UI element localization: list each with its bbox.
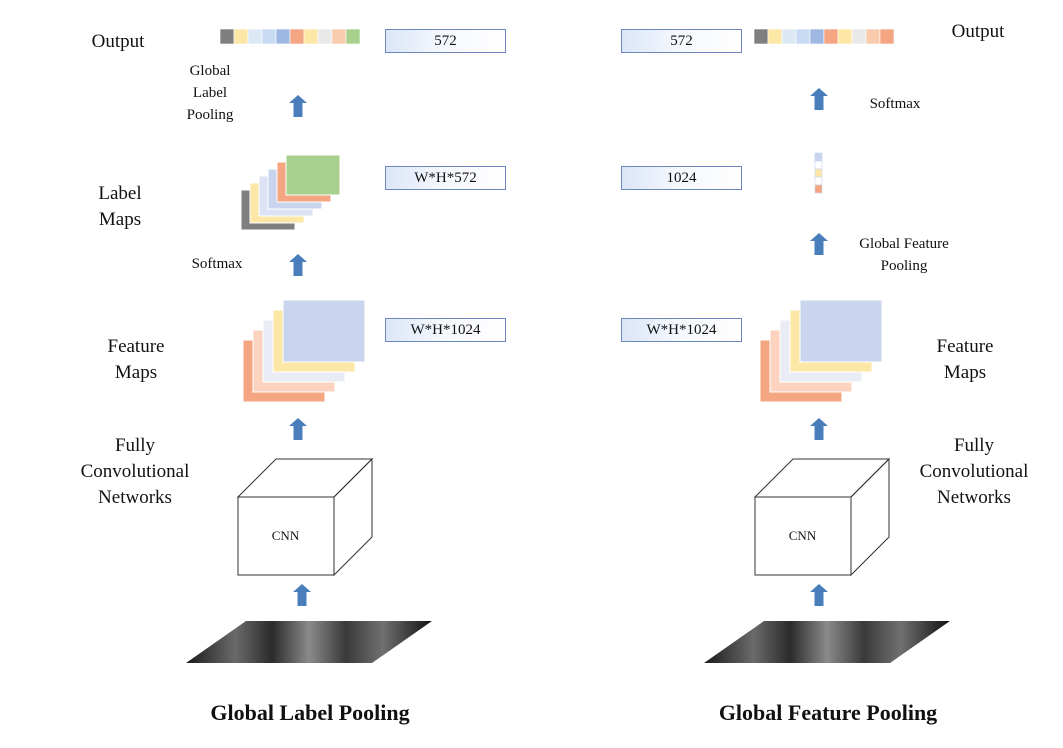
left-output-vector-cell-8 <box>331 28 347 45</box>
right-output-dim-box: 572 <box>621 29 742 53</box>
left-fcn-line-1: Fully <box>114 435 156 456</box>
right-output-vector-cell-5 <box>823 28 839 45</box>
right-cnn-cube-side-face <box>850 457 890 577</box>
left-softmax-label: Softmax <box>191 256 243 272</box>
right-feature-vector-cell-2 <box>814 168 823 178</box>
left-output-vector-cell-6 <box>303 28 319 45</box>
left-feature-maps-label: Feature Maps <box>86 334 186 386</box>
right-input-xray-image <box>704 621 950 663</box>
right-cnn-cube-top-face <box>753 458 891 498</box>
right-pooling-label: Global Feature Pooling <box>842 233 966 277</box>
right-fcn-line-1: Fully <box>953 435 995 456</box>
left-output-dim-box: 572 <box>385 29 506 53</box>
right-title: Global Feature Pooling <box>718 700 938 725</box>
left-pooling-line-2: Label <box>192 85 228 101</box>
left-arrow-to-cnn <box>293 584 311 606</box>
right-feature-maps-dim-box: W*H*1024 <box>621 318 742 342</box>
left-output-vector-cell-3 <box>261 28 277 45</box>
left-output-vector-cell-4 <box>275 28 291 45</box>
right-softmax-label: Softmax <box>869 96 921 112</box>
left-label-maps-line-2: Maps <box>98 209 142 230</box>
right-feature-map-4 <box>799 299 883 363</box>
left-label-maps-dim-box: W*H*572 <box>385 166 506 190</box>
left-fcn-line-2: Convolutional <box>80 461 190 482</box>
left-pooling-line-1: Global <box>189 63 231 79</box>
right-feature-maps-label: Feature Maps <box>915 334 1015 386</box>
right-arrow-to-feature-vector <box>810 233 828 255</box>
left-output-vector-cell-7 <box>317 28 333 45</box>
left-fcn-label: Fully Convolutional Networks <box>60 433 210 511</box>
right-output-vector-cell-8 <box>865 28 881 45</box>
right-feature-vector-dim-box: 1024 <box>621 166 742 190</box>
left-label-map-5 <box>285 154 341 196</box>
left-label-maps-label: Label Maps <box>70 181 170 233</box>
right-fcn-line-2: Convolutional <box>919 461 1029 482</box>
right-feature-vector-cell-3 <box>814 176 823 186</box>
right-output-vector-cell-2 <box>781 28 797 45</box>
right-arrow-to-cnn <box>810 584 828 606</box>
right-arrow-to-output <box>810 88 828 110</box>
right-fcn-line-3: Networks <box>937 487 1011 508</box>
right-feature-maps-line-2: Maps <box>943 362 987 383</box>
right-output-label: Output <box>951 21 1005 42</box>
left-output-vector-cell-1 <box>233 28 249 45</box>
right-output-vector-cell-7 <box>851 28 867 45</box>
left-feature-maps-dim-box: W*H*1024 <box>385 318 506 342</box>
left-feature-map-4 <box>282 299 366 363</box>
right-feature-vector-cell-0 <box>814 152 823 162</box>
left-feature-maps-line-1: Feature <box>107 336 165 357</box>
right-arrow-to-feature-maps <box>810 418 828 440</box>
right-output-vector-cell-4 <box>809 28 825 45</box>
left-arrow-to-output <box>289 95 307 117</box>
left-output-label: Output <box>91 31 145 52</box>
right-feature-vector-cell-1 <box>814 160 823 170</box>
left-output-vector-cell-0 <box>219 28 235 45</box>
left-cnn-label: CNN <box>271 528 300 543</box>
right-output-vector-cell-3 <box>795 28 811 45</box>
left-arrow-to-feature-maps <box>289 418 307 440</box>
left-pooling-line-3: Pooling <box>186 107 234 123</box>
right-output-vector-cell-1 <box>767 28 783 45</box>
left-output-vector-cell-2 <box>247 28 263 45</box>
right-feature-maps-line-1: Feature <box>936 336 994 357</box>
left-cnn-cube-side-face <box>333 457 373 577</box>
right-feature-vector-cell-4 <box>814 184 823 194</box>
right-output-vector-cell-9 <box>879 28 895 45</box>
left-input-xray-image <box>186 621 432 663</box>
right-pooling-line-2: Pooling <box>880 258 928 274</box>
left-output-vector-cell-5 <box>289 28 305 45</box>
right-output-vector-cell-0 <box>753 28 769 45</box>
left-fcn-line-3: Networks <box>98 487 172 508</box>
left-feature-maps-line-2: Maps <box>114 362 158 383</box>
left-output-vector-cell-9 <box>345 28 361 45</box>
left-pooling-label: Global Label Pooling <box>170 60 250 126</box>
left-arrow-to-label-maps <box>289 254 307 276</box>
right-output-vector-cell-6 <box>837 28 853 45</box>
right-fcn-label: Fully Convolutional Networks <box>898 433 1050 511</box>
right-cnn-label: CNN <box>788 528 817 543</box>
right-pooling-line-1: Global Feature <box>859 236 949 252</box>
left-title: Global Label Pooling <box>210 700 410 725</box>
left-cnn-cube-top-face <box>236 458 374 498</box>
left-label-maps-line-1: Label <box>98 183 142 204</box>
